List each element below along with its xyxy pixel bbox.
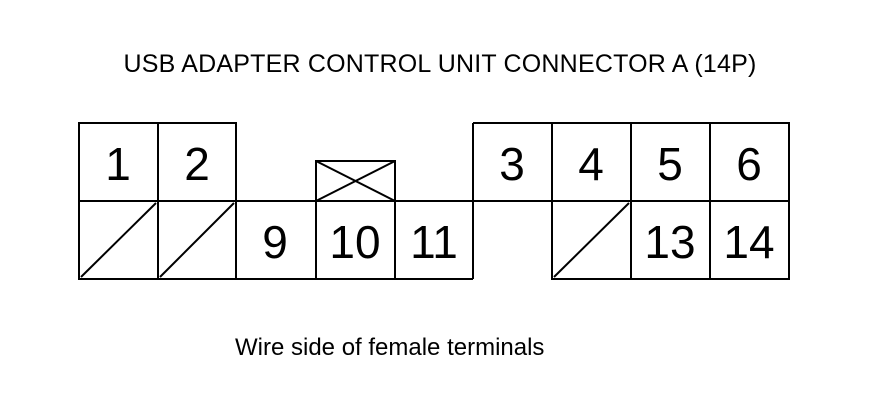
terminal-5: 5 — [657, 138, 683, 190]
empty-cavity-slash — [80, 202, 157, 278]
terminal-14: 14 — [723, 216, 774, 268]
terminal-1: 1 — [105, 138, 131, 190]
terminal-6: 6 — [736, 138, 762, 190]
terminal-4: 4 — [578, 138, 604, 190]
terminal-3: 3 — [499, 138, 525, 190]
terminal-9: 9 — [262, 216, 288, 268]
empty-cavity-slash — [553, 202, 630, 278]
connector-title: USB ADAPTER CONTROL UNIT CONNECTOR A (14… — [123, 50, 757, 78]
terminal-10: 10 — [329, 216, 380, 268]
view-caption: Wire side of female terminals — [235, 334, 545, 361]
lock-tab — [315, 160, 396, 202]
terminal-2: 2 — [184, 138, 210, 190]
terminal-11: 11 — [410, 216, 458, 268]
empty-cavity-slash — [159, 202, 235, 278]
terminal-13: 13 — [644, 216, 695, 268]
